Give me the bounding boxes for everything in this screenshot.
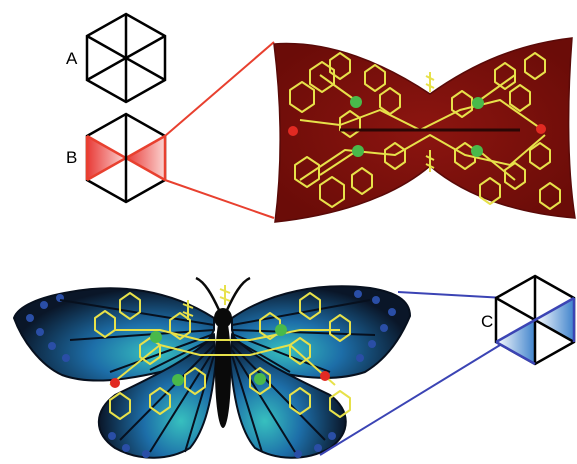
zoom-line-red-top [164, 41, 275, 137]
label-a: A [66, 49, 78, 68]
hexagon-icon-a [85, 12, 167, 104]
zoom-line-blue-top [397, 291, 506, 299]
label-b: B [66, 148, 77, 167]
zoom-line-red-bottom [164, 179, 275, 219]
butterfly-molecule [12, 276, 412, 459]
hexagon-icon-c [494, 274, 576, 366]
bowtie-molecule [273, 37, 576, 223]
label-c: C [481, 312, 493, 331]
hexagon-icon-b [85, 112, 167, 204]
zoom-line-blue-bottom [319, 341, 506, 456]
